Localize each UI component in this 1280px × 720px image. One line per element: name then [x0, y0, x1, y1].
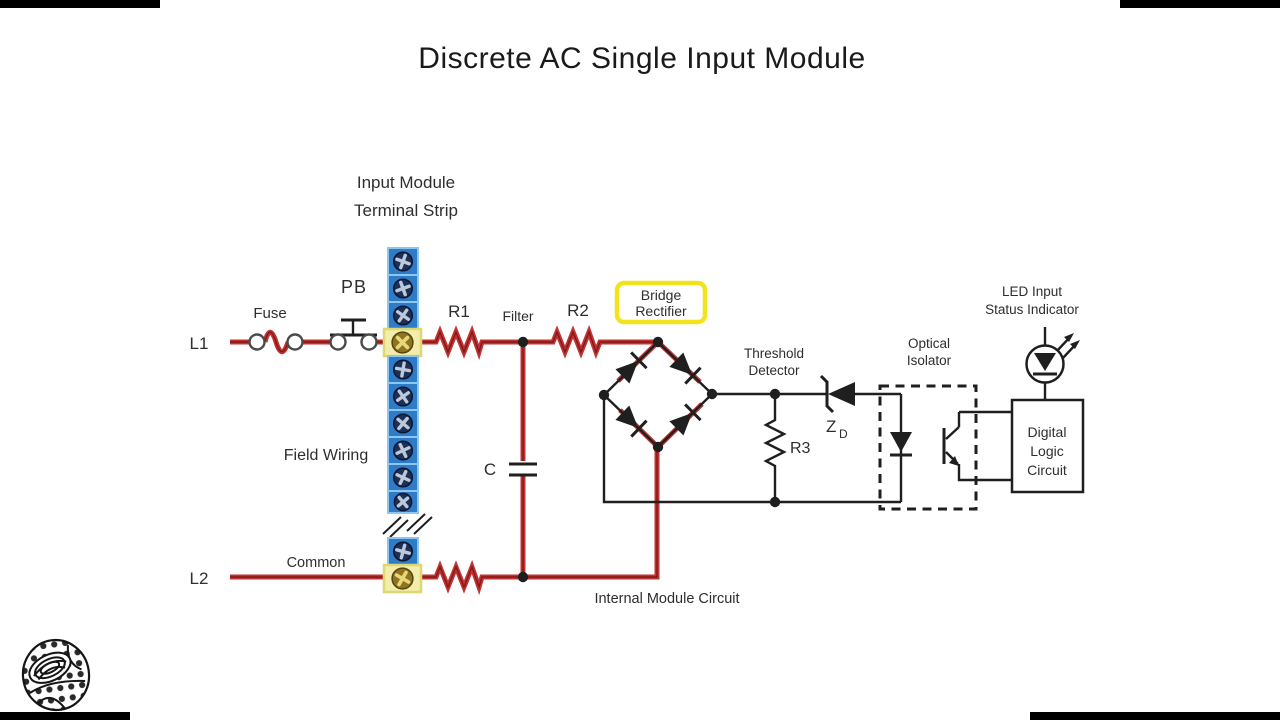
label-optical-2: Isolator [907, 353, 952, 368]
optical-isolator-box [878, 384, 978, 511]
optocoupler-led-symbol [890, 432, 912, 457]
pushbutton-symbol [329, 333, 378, 351]
digital-logic-box [1010, 398, 1085, 494]
internal-circuit-wires [330, 318, 1078, 504]
capacitor-symbol [509, 462, 537, 477]
diagram-title: Discrete AC Single Input Module [418, 42, 865, 75]
label-dlc-2: Logic [1030, 443, 1063, 459]
diagram-labels: L1 L2 Fuse PB Input Module Terminal Stri… [190, 173, 1080, 607]
label-dlc-3: Circuit [1027, 462, 1067, 478]
label-l1: L1 [190, 334, 209, 353]
label-common: Common [287, 555, 346, 571]
label-c: C [484, 460, 496, 479]
label-l2: L2 [190, 569, 209, 588]
label-optical-1: Optical [908, 336, 950, 351]
fuse-symbol [248, 333, 304, 351]
bridge-rectifier-diodes [615, 351, 702, 438]
label-bridge-1: Bridge [641, 287, 682, 303]
label-internal-module: Internal Module Circuit [594, 591, 739, 607]
label-led-1: LED Input [1002, 284, 1062, 299]
label-threshold-1: Threshold [744, 346, 804, 361]
label-dlc-1: Digital [1028, 424, 1067, 440]
label-zd-sub: D [839, 427, 848, 441]
led-indicator-symbol [1025, 333, 1080, 384]
label-fuse: Fuse [253, 305, 286, 322]
label-terminal-strip-2: Terminal Strip [354, 201, 458, 220]
junction-dots [517, 336, 781, 583]
phototransistor-symbol [942, 428, 959, 466]
label-field-wiring: Field Wiring [284, 447, 368, 464]
label-r3: R3 [790, 440, 811, 457]
channel-logo [21, 638, 91, 712]
label-threshold-2: Detector [748, 363, 800, 378]
label-r1: R1 [448, 302, 470, 321]
label-zd: Z [826, 417, 836, 436]
label-r2: R2 [567, 301, 589, 320]
label-terminal-strip-1: Input Module [357, 173, 455, 192]
label-led-2: Status Indicator [985, 302, 1079, 317]
bridge-rectifier-highlight [614, 280, 708, 325]
label-pb: PB [341, 277, 367, 297]
label-bridge-2: Rectifier [635, 303, 687, 319]
label-filter: Filter [502, 308, 533, 324]
terminal-strip [382, 247, 433, 594]
zener-diode-symbol [819, 374, 855, 414]
strip-break-marks [382, 513, 433, 538]
